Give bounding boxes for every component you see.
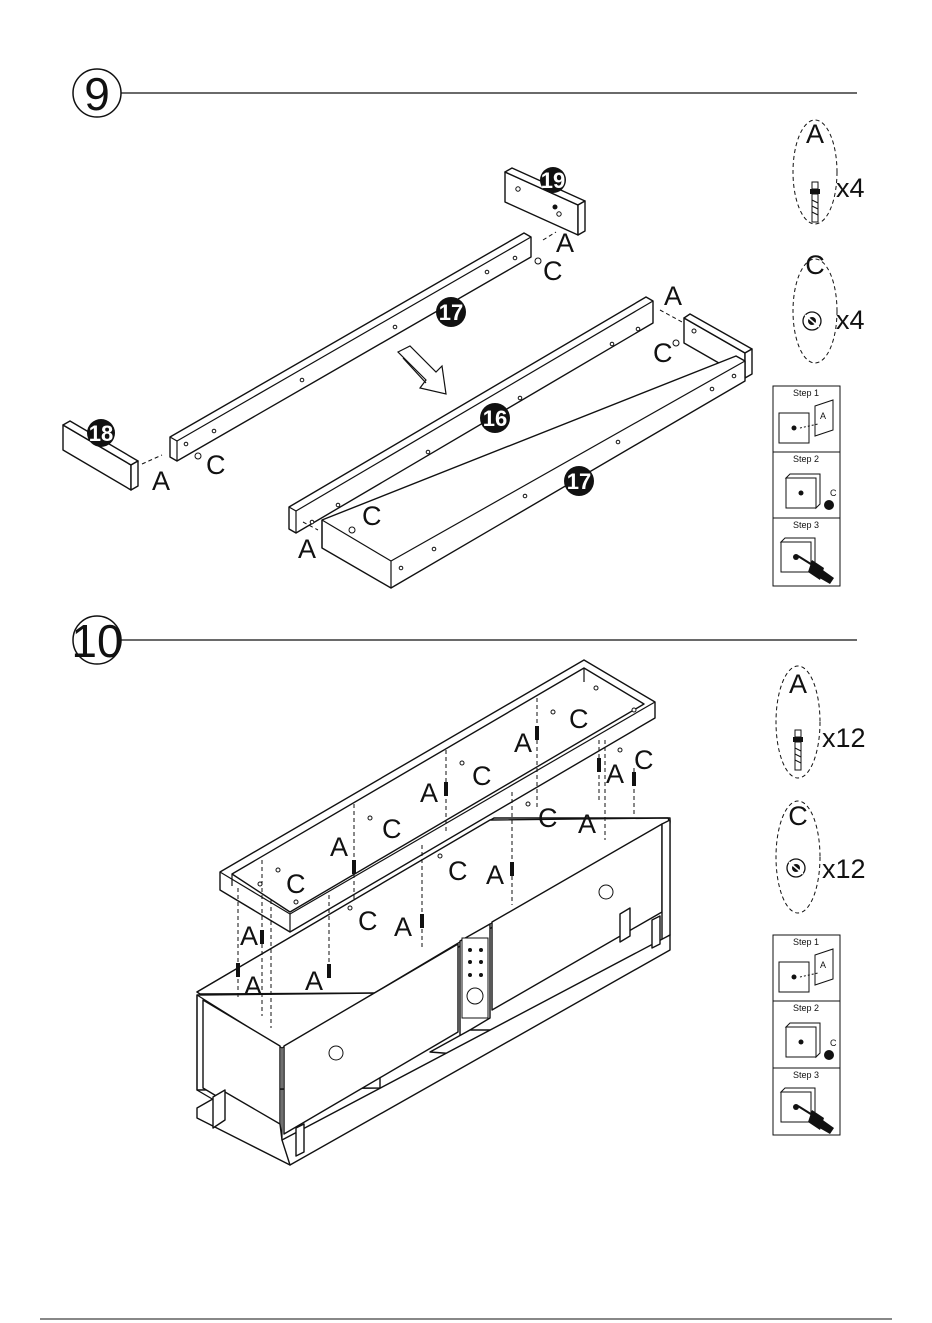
hardware-qty: x4 <box>836 173 865 203</box>
label-A: A <box>664 281 682 311</box>
label-A: A <box>394 912 412 942</box>
label-A: A <box>240 921 258 951</box>
label-A: A <box>298 534 316 564</box>
label-A: A <box>578 809 596 839</box>
hardware-letter: A <box>789 669 807 699</box>
label-C: C <box>448 856 468 886</box>
label-A: A <box>305 966 323 996</box>
step-10-substeps: Step 1 Step 2 Step 3 A C <box>773 935 840 1135</box>
step-9-hardware-a: A x4 <box>793 119 865 224</box>
step-number: 10 <box>71 615 122 667</box>
motion-arrow-icon <box>398 346 446 394</box>
hardware-qty: x12 <box>822 854 866 884</box>
label-A: A <box>152 466 170 496</box>
part-19-number: 19 <box>541 168 565 193</box>
hardware-letter: C <box>788 801 808 831</box>
step-9-hardware-c: C x4 <box>793 250 865 363</box>
hardware-qty: x4 <box>836 305 865 335</box>
step-10-hardware-a: A x12 <box>776 666 866 778</box>
label-C: C <box>653 338 673 368</box>
substep-letter: C <box>830 488 837 498</box>
substep-label: Step 2 <box>793 454 819 464</box>
label-C: C <box>358 906 378 936</box>
step-number: 9 <box>84 68 110 120</box>
label-A: A <box>420 778 438 808</box>
label-C: C <box>286 869 306 899</box>
substep-label: Step 1 <box>793 937 819 947</box>
step-10-hardware-c: C x12 <box>776 801 866 913</box>
label-C: C <box>382 814 402 844</box>
part-17-number: 17 <box>567 469 591 494</box>
substep-letter: C <box>830 1038 837 1048</box>
label-C: C <box>538 803 558 833</box>
part-18-number: 18 <box>89 421 113 446</box>
step-9-drawing: 19 A C 17 18 A <box>63 167 752 588</box>
hardware-qty: x12 <box>822 723 866 753</box>
hardware-letter: A <box>806 119 824 149</box>
step-10-header: 10 <box>71 615 857 667</box>
label-A: A <box>486 860 504 890</box>
label-A: A <box>514 728 532 758</box>
hardware-letter: C <box>805 250 825 280</box>
label-C: C <box>362 501 382 531</box>
step-9-header: 9 <box>73 68 857 120</box>
cam-lock-icon <box>787 859 805 877</box>
label-A: A <box>556 228 574 258</box>
label-A: A <box>606 759 624 789</box>
cam-bolt-icon <box>793 730 803 770</box>
label-C: C <box>569 704 589 734</box>
part-16-number: 16 <box>483 406 507 431</box>
part-17-number: 17 <box>439 300 463 325</box>
label-C: C <box>206 450 226 480</box>
label-C: C <box>472 761 492 791</box>
label-A: A <box>244 971 262 1001</box>
part-18-panel: 18 <box>63 419 138 490</box>
step-10-drawing: A A A A A A A A A A C C C C C C C C <box>197 660 670 1165</box>
substep-label: Step 3 <box>793 520 819 530</box>
cam-bolt-icon <box>810 182 820 222</box>
substep-label: Step 2 <box>793 1003 819 1013</box>
label-A: A <box>330 832 348 862</box>
label-C: C <box>634 745 654 775</box>
substep-label: Step 3 <box>793 1070 819 1080</box>
label-C: C <box>543 256 563 286</box>
substep-letter: A <box>820 411 826 421</box>
step-9-substeps: Step 1 Step 2 Step 3 A C <box>773 386 840 586</box>
cam-lock-icon <box>803 312 821 330</box>
part-19-panel: 19 <box>505 167 585 235</box>
substep-letter: A <box>820 960 826 970</box>
substep-label: Step 1 <box>793 388 819 398</box>
